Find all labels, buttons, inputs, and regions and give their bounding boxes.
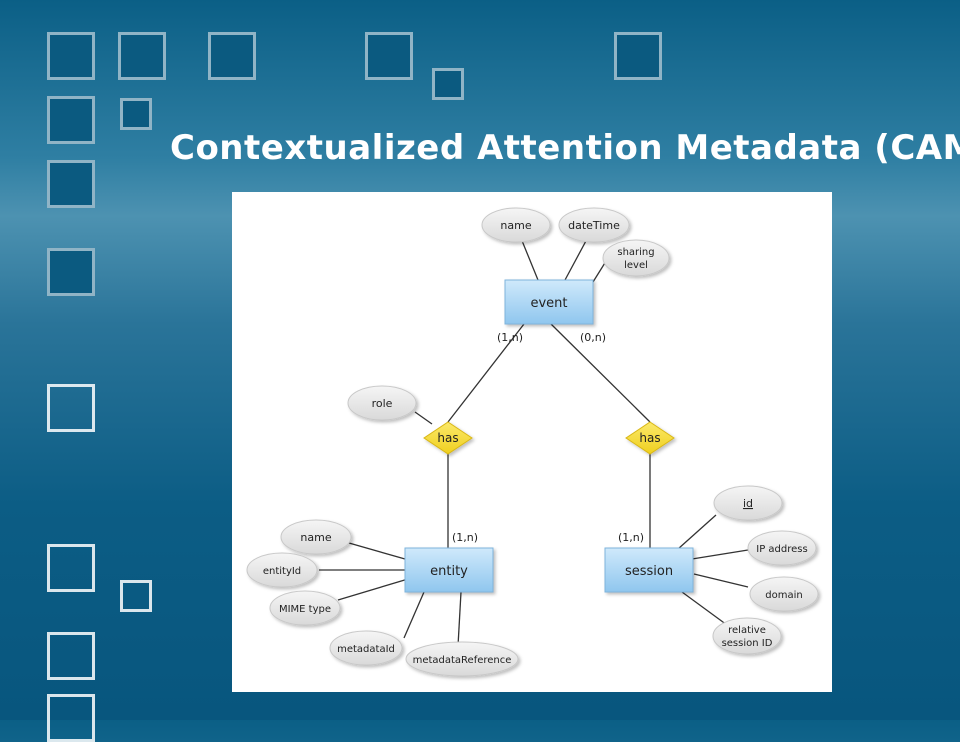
relationship-labels: has has bbox=[437, 431, 660, 445]
label-session-id: id bbox=[743, 497, 753, 510]
label-entity-entity: entity bbox=[430, 564, 468, 579]
line-session-id bbox=[677, 514, 717, 550]
attribute-session-relative-id bbox=[712, 617, 782, 655]
attribute-event-datetime bbox=[558, 207, 630, 243]
decorative-square bbox=[365, 32, 413, 80]
line-session-relative bbox=[681, 591, 728, 626]
attribute-event-name bbox=[481, 207, 551, 243]
attribute-entity-id bbox=[246, 552, 318, 588]
entity-session-box bbox=[604, 547, 694, 593]
label-session-domain: domain bbox=[765, 590, 802, 601]
cardinality-entity-top: (1,n) bbox=[452, 531, 478, 544]
line-role-has bbox=[414, 411, 433, 425]
label-relationship-right: has bbox=[639, 431, 660, 445]
attribute-session-domain bbox=[749, 576, 819, 612]
label-session-relative-1: relative bbox=[728, 625, 766, 636]
label-session-relative-2: session ID bbox=[722, 638, 773, 649]
entities bbox=[404, 279, 694, 593]
decorative-square bbox=[47, 384, 95, 432]
decorative-square bbox=[47, 248, 95, 296]
cardinality-session-top: (1,n) bbox=[618, 531, 644, 544]
label-entity-session: session bbox=[625, 564, 673, 579]
decorative-square bbox=[432, 68, 464, 100]
label-entity-mime: MIME type bbox=[279, 604, 331, 615]
label-entity-event: event bbox=[530, 296, 567, 311]
relationship-has-left-diamond bbox=[423, 421, 473, 455]
label-entity-id: entityId bbox=[263, 566, 301, 577]
entity-event-box bbox=[504, 279, 594, 325]
line-entity-metadataid bbox=[403, 591, 425, 639]
line-event-has-left bbox=[447, 323, 525, 423]
relationship-has-right-diamond bbox=[625, 421, 675, 455]
decorative-square bbox=[208, 32, 256, 80]
decorative-square bbox=[47, 160, 95, 208]
cardinality-event-left: (1,n) bbox=[497, 331, 523, 344]
attribute-entity-mime bbox=[269, 590, 341, 626]
decorative-square bbox=[120, 98, 152, 130]
attribute-role bbox=[347, 385, 417, 421]
label-event-sharing-1: sharing bbox=[617, 247, 654, 258]
decorative-square bbox=[118, 32, 166, 80]
attribute-session-ip bbox=[747, 530, 817, 566]
connector-lines bbox=[319, 225, 749, 647]
line-session-domain bbox=[693, 573, 749, 588]
attribute-labels: name dateTime sharing level role name en… bbox=[263, 219, 808, 666]
cardinality-labels: (1,n) (0,n) (1,n) (1,n) bbox=[452, 331, 644, 544]
label-role: role bbox=[372, 397, 393, 410]
attribute-entity-name bbox=[280, 519, 352, 555]
label-session-ip: IP address bbox=[756, 544, 807, 555]
label-relationship-left: has bbox=[437, 431, 458, 445]
decorative-square bbox=[614, 32, 662, 80]
label-entity-metadataid: metadataId bbox=[337, 644, 395, 655]
cardinality-event-right: (0,n) bbox=[580, 331, 606, 344]
decorative-square bbox=[47, 694, 95, 742]
attribute-entity-metadataid bbox=[329, 630, 403, 666]
attribute-event-sharing-level bbox=[602, 239, 670, 277]
decorative-square bbox=[47, 32, 95, 80]
line-session-ip bbox=[691, 549, 749, 560]
er-diagram: name dateTime sharing level role name en… bbox=[246, 207, 819, 677]
entity-entity-box bbox=[404, 547, 494, 593]
line-entity-name bbox=[348, 542, 406, 560]
line-event-has-right bbox=[550, 323, 651, 423]
attribute-session-id bbox=[713, 485, 783, 521]
er-diagram-panel: name dateTime sharing level role name en… bbox=[232, 192, 832, 692]
label-event-datetime: dateTime bbox=[568, 219, 620, 232]
attribute-entity-metadataref bbox=[405, 641, 519, 677]
label-entity-name: name bbox=[300, 531, 331, 544]
decorative-square bbox=[47, 632, 95, 680]
label-entity-metadataref: metadataReference bbox=[413, 655, 512, 666]
line-entity-metadataref bbox=[457, 591, 462, 647]
decorative-square bbox=[47, 544, 95, 592]
label-event-sharing-2: level bbox=[624, 260, 648, 271]
entity-labels: event entity session bbox=[430, 296, 673, 579]
relationships bbox=[423, 421, 675, 455]
line-entity-mime bbox=[337, 578, 409, 601]
decorative-square bbox=[47, 96, 95, 144]
slide-title: Contextualized Attention Metadata (CAM) bbox=[170, 128, 960, 168]
decorative-square bbox=[120, 580, 152, 612]
attributes bbox=[246, 207, 819, 677]
label-event-name: name bbox=[500, 219, 531, 232]
